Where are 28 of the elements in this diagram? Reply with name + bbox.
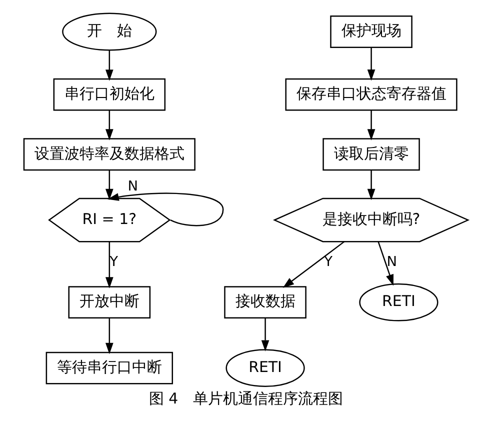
edge-label: N	[386, 254, 397, 270]
node-box: 设置波特率及数据格式	[23, 138, 196, 171]
arrow	[261, 318, 270, 352]
arrow	[105, 241, 114, 288]
arrow	[105, 170, 114, 200]
node-box: 保存串口状态寄存器值	[285, 78, 458, 111]
caption: 图 4 单片机通信程序流程图	[148, 390, 344, 408]
edge-label: Y	[324, 254, 332, 270]
node-box: 接收数据	[224, 286, 306, 319]
arrow	[108, 192, 224, 226]
node-box: 保护现场	[330, 16, 412, 48]
arrow	[105, 110, 114, 140]
arrow	[378, 241, 394, 286]
arrow	[367, 170, 376, 200]
arrow	[367, 110, 376, 140]
node-box: 等待串行口中断	[46, 352, 173, 384]
edge-label: Y	[110, 254, 118, 270]
node-box: 串行口初始化	[53, 78, 166, 111]
arrow	[367, 48, 376, 81]
arrow	[105, 318, 114, 354]
arrow	[105, 50, 114, 81]
node-ellipse: RETI	[359, 283, 438, 322]
arrow	[282, 240, 345, 288]
edge-label: N	[128, 178, 138, 194]
node-ellipse: 开 始	[62, 12, 157, 51]
node-box: 读取后清零	[322, 138, 420, 171]
node-box: 开放中断	[68, 286, 151, 319]
node-ellipse: RETI	[226, 349, 305, 388]
